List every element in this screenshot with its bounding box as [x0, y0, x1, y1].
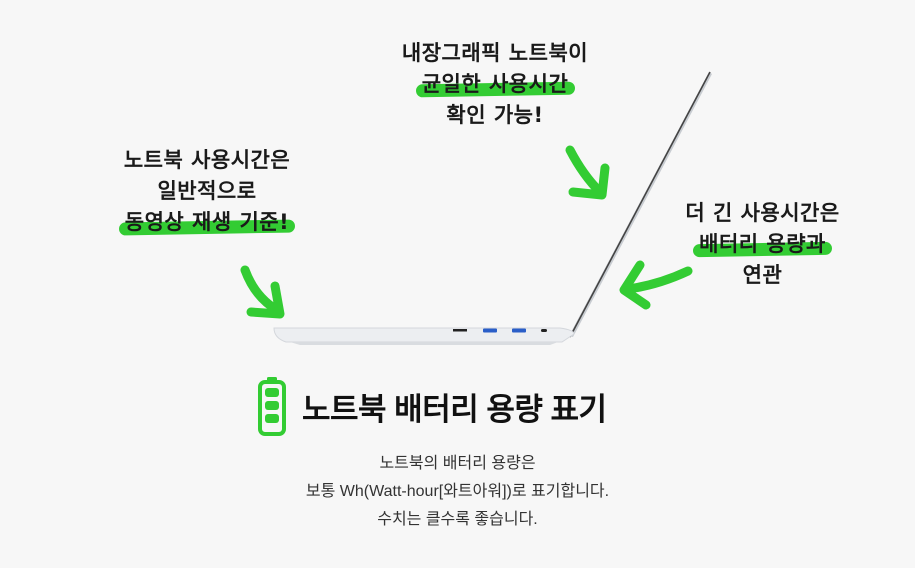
section-heading: 노트북 배터리 용량 표기 [258, 376, 607, 436]
note-line: 내장그래픽 노트북이 [401, 41, 589, 65]
battery-full-icon [258, 377, 286, 436]
usb-port [512, 328, 526, 333]
highlighted-note-line: 균일한 사용시간 [418, 69, 573, 100]
arrow-down-right-icon [240, 265, 285, 319]
description-line: 노트북의 배터리 용량은 [379, 455, 536, 472]
usb-port [483, 328, 497, 333]
arrow-left-icon [619, 260, 693, 310]
note-video-playback: 노트북 사용시간은 일반적으로 동영상 재생 기준! [92, 145, 322, 238]
description: 노트북의 배터리 용량은 보통 Wh(Watt-hour[와트아워])로 표기합… [0, 450, 915, 534]
laptop-side-view-illustration [273, 71, 712, 345]
highlighted-note-line: 동영상 재생 기준! [121, 207, 293, 238]
note-line: 연관 [742, 263, 783, 287]
note-battery-capacity: 더 긴 사용시간은 배터리 용량과 연관 [655, 198, 870, 291]
note-integrated-graphics: 내장그래픽 노트북이 균일한 사용시간 확인 가능! [375, 38, 615, 131]
power-port [541, 329, 547, 332]
note-line: 일반적으로 [157, 179, 257, 203]
arrow-down-icon [565, 145, 610, 200]
highlighted-note-line: 배터리 용량과 [695, 229, 830, 260]
page-title: 노트북 배터리 용량 표기 [302, 391, 607, 427]
hdmi-port [453, 329, 467, 332]
note-line: 더 긴 사용시간은 [685, 201, 840, 225]
description-line: 보통 Wh(Watt-hour[와트아워])로 표기합니다. [305, 483, 610, 500]
note-line: 노트북 사용시간은 [123, 148, 291, 172]
description-line: 수치는 클수록 좋습니다. [377, 511, 538, 528]
note-line: 확인 가능! [446, 103, 544, 127]
